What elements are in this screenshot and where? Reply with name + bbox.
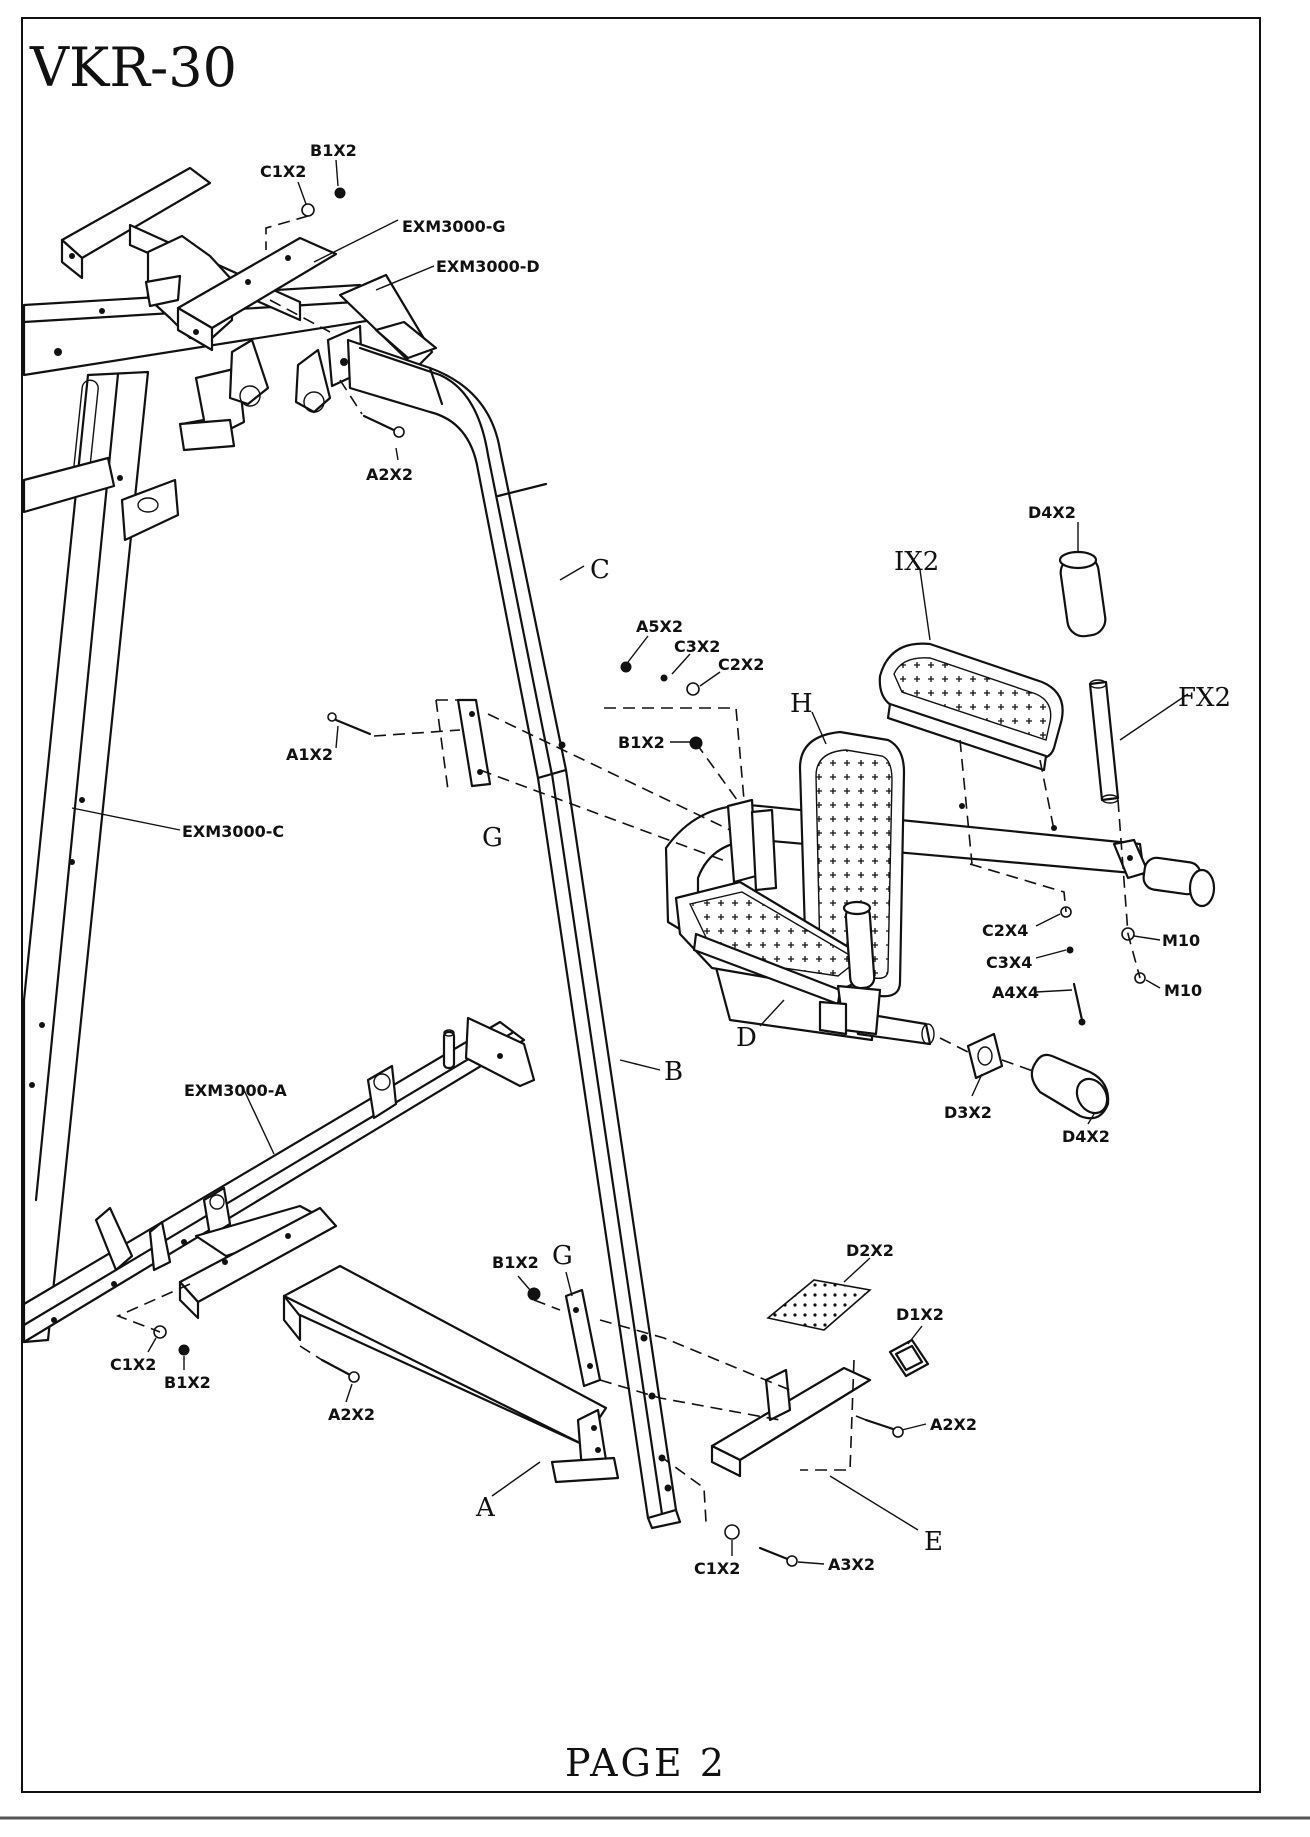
label-c2x2: C2X2 <box>718 655 764 674</box>
label-a5x2: A5X2 <box>636 617 683 636</box>
plate-g-upper <box>458 700 490 786</box>
tube-fx2 <box>1090 680 1118 803</box>
grip-d4x2-bottom <box>1032 1055 1113 1119</box>
frame-exm3000-c <box>24 285 385 1342</box>
label-c3x4: C3X4 <box>986 953 1032 972</box>
label-b1x2-mid: B1X2 <box>618 733 665 752</box>
label-exm3000-g: EXM3000-G <box>402 217 506 236</box>
label-exm3000-d: EXM3000-D <box>436 257 540 276</box>
upright-post-c <box>348 340 570 810</box>
label-d1x2: D1X2 <box>896 1305 944 1324</box>
diagram-title: VKR-30 <box>29 36 237 99</box>
label-a4x4: A4X4 <box>992 983 1039 1002</box>
page-number: PAGE 2 <box>565 1741 727 1785</box>
cap-d3x2 <box>968 1034 1002 1078</box>
label-g-upper: G <box>482 823 503 853</box>
label-b1x2-left: B1X2 <box>164 1373 211 1392</box>
label-a2x2-top: A2X2 <box>366 465 413 484</box>
label-g-lower: G <box>552 1241 573 1271</box>
stabilizer-e <box>712 1368 870 1476</box>
label-d4x2-top: D4X2 <box>1028 503 1076 522</box>
label-fx2: FX2 <box>1178 683 1231 713</box>
label-c1x2-bottom: C1X2 <box>694 1559 740 1578</box>
label-d3x2: D3X2 <box>944 1103 992 1122</box>
label-d4x2-bottom: D4X2 <box>1062 1127 1110 1146</box>
plate-g-lower <box>566 1290 600 1386</box>
label-c1x2-top: C1X2 <box>260 162 306 181</box>
foot-rest-ix2 <box>880 644 1063 770</box>
label-a1x2: A1X2 <box>286 745 333 764</box>
grip-d4x2-top <box>1059 552 1108 638</box>
label-d: D <box>736 1023 757 1053</box>
label-c1x2-left: C1X2 <box>110 1355 156 1374</box>
label-exm3000-a: EXM3000-A <box>184 1081 287 1100</box>
label-c3x2: C3X2 <box>674 637 720 656</box>
label-c: C <box>590 555 610 585</box>
label-a2x2-left: A2X2 <box>328 1405 375 1424</box>
label-a: A <box>475 1493 496 1523</box>
label-b1x2-top: B1X2 <box>310 141 357 160</box>
label-a3x2: A3X2 <box>828 1555 875 1574</box>
label-b: B <box>664 1057 683 1087</box>
label-e: E <box>924 1527 943 1557</box>
label-m10-b: M10 <box>1164 981 1202 1000</box>
label-m10-a: M10 <box>1162 931 1200 950</box>
label-a2x2-right: A2X2 <box>930 1415 977 1434</box>
label-ix2: IX2 <box>894 547 939 577</box>
label-exm3000-c: EXM3000-C <box>182 822 284 841</box>
label-c2x4: C2X4 <box>982 921 1028 940</box>
pad-d2x2 <box>768 1280 870 1330</box>
base-rail-exm3000-a <box>24 1018 534 1342</box>
label-h: H <box>790 689 813 719</box>
label-b1x2-low: B1X2 <box>492 1253 539 1272</box>
label-d2x2: D2X2 <box>846 1241 894 1260</box>
cap-d1x2 <box>890 1340 928 1376</box>
